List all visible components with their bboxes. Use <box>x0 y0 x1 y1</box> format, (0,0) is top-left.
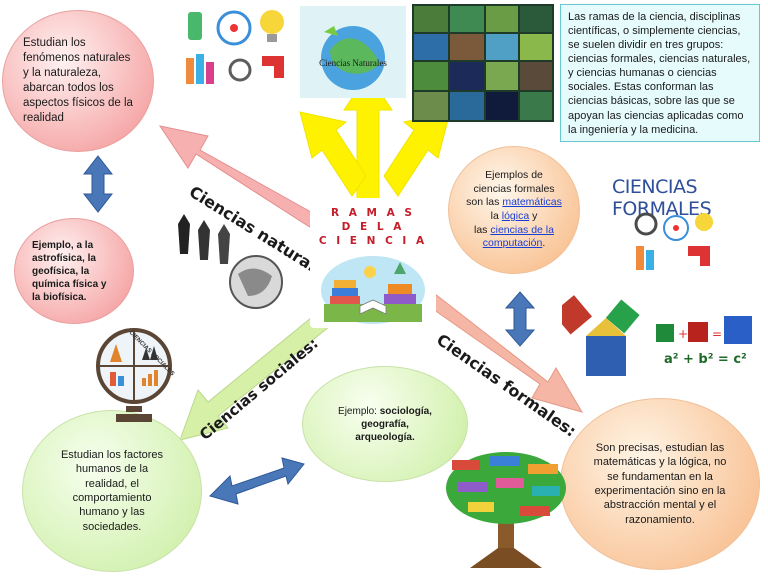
formal-examples-end: . <box>542 237 546 250</box>
intro-text: Las ramas de la ciencia, disciplinas cie… <box>568 11 751 136</box>
evolution-figures-art <box>178 214 283 309</box>
tree-art <box>446 452 566 568</box>
formal-examples-prefix: Ejemplos de ciencias formales son las <box>466 169 555 209</box>
intro-text-box: Las ramas de la ciencia, disciplinas cie… <box>560 4 760 142</box>
social-sciences-globe: CIENCIAS SOCIALES <box>90 322 176 426</box>
social-description-bubble: Estudian los factores humanos de la real… <box>22 410 202 572</box>
natural-description: Estudian los fenómenos naturales y la na… <box>23 37 133 124</box>
social-description: Estudian los factores humanos de la real… <box>60 449 164 533</box>
books-illustration <box>321 256 425 324</box>
natural-sciences-caption: Ciencias Naturales <box>319 58 387 68</box>
formal-examples-y: y <box>532 210 538 222</box>
pythagoras-art <box>562 295 640 376</box>
svg-text:=: = <box>712 327 722 341</box>
social-arrow <box>179 303 341 441</box>
natural-example: Ejemplo, a la astrofísica, la geofísica,… <box>32 239 107 303</box>
formal-sciences-heading: CIENCIAS FORMALES <box>612 176 712 220</box>
svg-text:+: + <box>678 327 688 341</box>
center-title: R A M A S D E L A C I E N C I A <box>310 206 436 248</box>
social-example: Ejemplo: sociología, geografía, arqueolo… <box>330 405 440 444</box>
formal-examples-las: las <box>474 223 488 236</box>
social-example-prefix: Ejemplo: <box>338 405 377 417</box>
pythagoras-squares: + = <box>656 316 752 344</box>
link-matematicas[interactable]: matemáticas <box>502 196 562 209</box>
natural-description-bubble: Estudian los fenómenos naturales y la na… <box>2 10 154 152</box>
social-example-bubble: Ejemplo: sociología, geografía, arqueolo… <box>302 366 468 482</box>
formal-examples-bubble: Ejemplos de ciencias formales son las ma… <box>448 146 580 274</box>
natural-example-bubble: Ejemplo, a la astrofísica, la geofísica,… <box>14 218 134 324</box>
center-node: R A M A S D E L A C I E N C I A <box>310 198 436 328</box>
pythagoras-formula: + = a² + b² = c² <box>652 312 756 378</box>
formal-icons-art <box>634 212 713 270</box>
natural-arrow <box>158 125 337 241</box>
formal-arrow <box>419 289 584 413</box>
natural-sciences-image: Ciencias Naturales <box>300 6 406 98</box>
nature-collage <box>412 4 554 122</box>
evolution-figures-image <box>168 204 284 314</box>
social-example-list: sociología, geografía, arqueología. <box>355 405 432 443</box>
pythagoras-equation: a² + b² = c² <box>664 352 747 367</box>
link-logica[interactable]: lógica <box>501 210 530 222</box>
formal-description: Son precisas, estudian las matemáticas y… <box>593 442 727 526</box>
globe-art <box>321 26 385 90</box>
link-ciencias-computacion[interactable]: ciencias de la computación <box>482 223 554 250</box>
social-tree-illustration <box>440 448 572 570</box>
formal-science-icons <box>628 206 718 278</box>
yellow-arrows <box>299 73 451 203</box>
pythagoras-diagram <box>562 294 646 380</box>
blue-double-arrows <box>82 155 536 505</box>
science-icons-top-art <box>186 10 284 84</box>
center-title-line2: D E L A <box>341 221 405 233</box>
collage-art <box>414 6 552 120</box>
formal-examples: Ejemplos de ciencias formales son las ma… <box>466 169 562 251</box>
social-globe-art <box>96 328 172 422</box>
formal-description-bubble: Son precisas, estudian las matemáticas y… <box>560 398 760 570</box>
center-title-line1: R A M A S <box>331 207 415 219</box>
center-title-line3: C I E N C I A <box>318 235 428 247</box>
science-icons-top <box>182 4 292 100</box>
formal-examples-la: la <box>490 210 499 222</box>
